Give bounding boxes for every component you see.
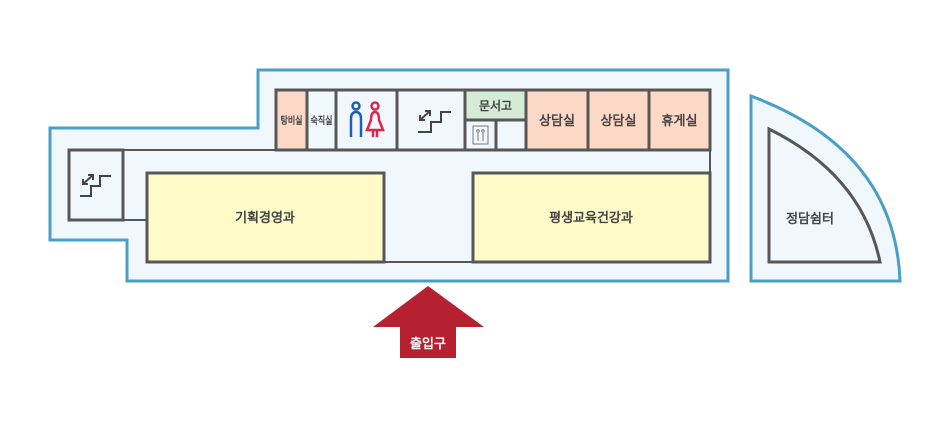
room-restroom[interactable] bbox=[334, 88, 399, 152]
arrow-up-icon bbox=[373, 286, 484, 358]
stairs-icon bbox=[80, 174, 111, 197]
label-pantry: 탕비실 bbox=[281, 114, 303, 127]
label-lounge: 휴게실 bbox=[662, 113, 698, 129]
room-small bbox=[494, 118, 528, 152]
label-counsel-2: 상담실 bbox=[601, 113, 637, 129]
room-pantry[interactable] bbox=[274, 88, 309, 152]
room-stairs-top[interactable] bbox=[395, 88, 467, 152]
room-stairs-left[interactable] bbox=[67, 148, 125, 222]
stairs-icon bbox=[418, 110, 451, 133]
room-archive[interactable] bbox=[463, 88, 528, 122]
label-shelter: 정담쉼터 bbox=[786, 211, 834, 227]
label-archive: 문서고 bbox=[479, 98, 512, 113]
room-planning[interactable] bbox=[145, 171, 386, 264]
room-education[interactable] bbox=[471, 171, 712, 264]
corridor-walls bbox=[69, 149, 711, 263]
label-duty: 숙직실 bbox=[311, 114, 333, 127]
room-lounge[interactable] bbox=[647, 88, 712, 152]
elevator-icon bbox=[472, 125, 489, 145]
room-shelter[interactable] bbox=[767, 126, 882, 264]
label-education: 평생교육건강과 bbox=[549, 210, 633, 226]
label-counsel-1: 상담실 bbox=[539, 113, 575, 129]
entrance-label: 출입구 bbox=[410, 336, 446, 352]
label-planning: 기획경영과 bbox=[235, 210, 295, 226]
room-elevator[interactable] bbox=[463, 118, 498, 152]
restroom-icon bbox=[349, 101, 385, 137]
room-counsel-1[interactable] bbox=[524, 88, 590, 152]
